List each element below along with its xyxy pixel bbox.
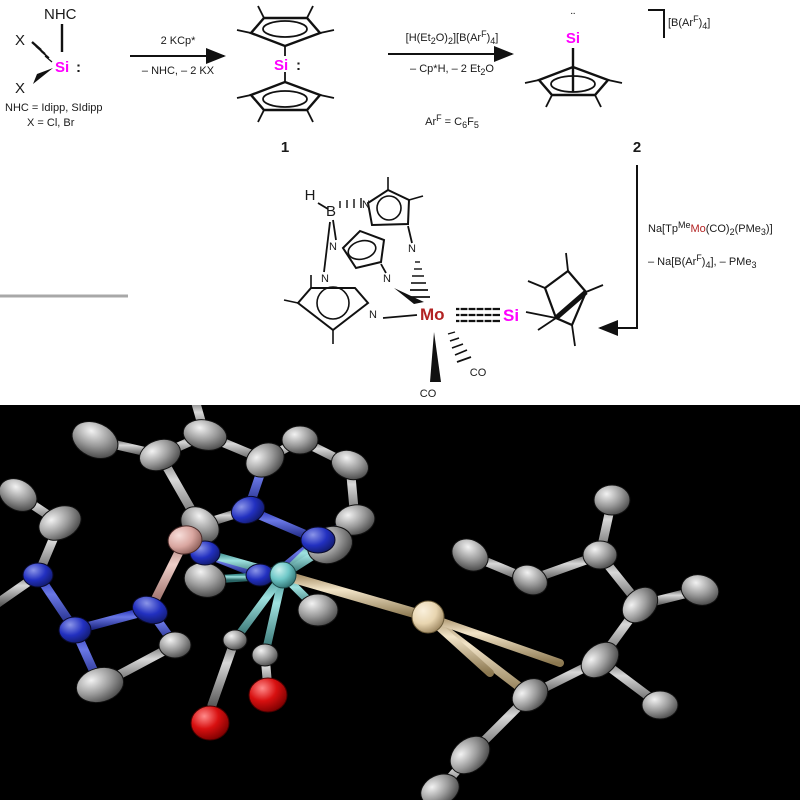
reaction-scheme: NHC Si : X X NHC = Idipp, SIdipp X = Cl,… (0, 5, 773, 400)
reactant-x-label-2: X (15, 80, 25, 97)
reactant-x-label-1: X (15, 32, 25, 49)
carbonyl-label-1: CO (420, 388, 437, 400)
silicon-ellipsoid (411, 600, 445, 634)
compound2-si-label: Si (566, 30, 580, 47)
crystal-structure-image (0, 405, 800, 800)
bond-b-n-hashed (339, 198, 362, 208)
boron-ellipsoid (167, 525, 203, 555)
crystal-atoms (0, 419, 720, 800)
cp-star-ring-bottom (236, 72, 335, 123)
definition-nhc: NHC = Idipp, SIdipp (5, 102, 103, 114)
product-b-label: B (326, 203, 336, 220)
bond-mo-co-wedge (430, 332, 441, 382)
n-label-a2: N (408, 243, 416, 255)
bond-si-x-hashed (31, 41, 53, 63)
carbonyl-label-2: CO (470, 367, 487, 379)
n-label-b2: N (383, 273, 391, 285)
n-label-c2: N (369, 309, 377, 321)
compound-1-structure: Si : 1 (236, 5, 335, 156)
bond-si-x-wedge (33, 68, 53, 84)
bond-mo-si-triple (456, 305, 500, 325)
pyrazolyl-ring-middle: N N (329, 229, 391, 285)
bond-mo-co-hashed (447, 331, 472, 363)
arrow3-reagent: Na[TpMeMo(CO)2(PMe3)] (648, 220, 773, 237)
arrow2-reagent: [H(Et2O)2][B(ArF)4] (406, 29, 499, 46)
counterion-label: [B(ArF)4] (668, 14, 710, 31)
n-label-b1: N (329, 241, 337, 253)
reactant-lone-pair: : (76, 59, 81, 76)
molybdenum-ellipsoid (269, 561, 297, 589)
reaction-arrow-1: 2 KCp* – NHC, – 2 KX (130, 35, 226, 77)
charge-bracket (648, 9, 665, 38)
reactant-structure: NHC Si : X X (15, 6, 81, 97)
reaction-arrow-3: Na[TpMeMo(CO)2(PMe3)] – Na[B(ArF)4], – P… (598, 165, 773, 336)
bond-b-h (317, 202, 329, 210)
bond-mo-n-middle-wedge (394, 288, 424, 304)
product-mo-label: Mo (420, 305, 445, 324)
compound-2-structure: ¨ Si [B(ArF)4] 2 (524, 9, 710, 156)
reactant-nhc-label: NHC (44, 6, 77, 23)
reaction-arrow-2: [H(Et2O)2][B(ArF)4] – Cp*H, – 2 Et2O ArF… (388, 29, 514, 130)
arrow2-footnote: ArF = C6F5 (425, 113, 479, 130)
bond-mo-n-top-hashed (409, 261, 430, 298)
pyrazolyl-ring-top: N N (362, 177, 424, 255)
arrow1-reagent: 2 KCp* (161, 35, 197, 47)
product-structure: H B N N (283, 177, 604, 400)
compound2-number: 2 (633, 139, 641, 156)
product-si-label: Si (503, 306, 519, 325)
definition-x: X = Cl, Br (27, 117, 75, 129)
reactant-si-label: Si (55, 59, 69, 76)
compound1-si-label: Si (274, 57, 288, 74)
n-label-a1: N (362, 199, 370, 211)
arrow2-byproducts: – Cp*H, – 2 Et2O (410, 63, 494, 77)
compound1-number: 1 (281, 139, 289, 156)
ortep-svg (0, 405, 800, 800)
cp-star-ring-top (236, 5, 335, 56)
bond-b-n-bottom (323, 221, 331, 273)
arrow1-byproducts: – NHC, – 2 KX (142, 65, 215, 77)
product-h-label: H (305, 187, 316, 204)
crystal-background (0, 405, 800, 800)
bond-mo-n-bottom (382, 314, 418, 319)
oxygen-ellipsoid-1 (248, 677, 288, 713)
arrow3-byproducts: – Na[B(ArF)4], – PMe3 (648, 253, 756, 270)
cp-star-on-silicon (525, 252, 604, 347)
cp-star-ring-compound2 (524, 57, 623, 108)
scheme-svg: NHC Si : X X NHC = Idipp, SIdipp X = Cl,… (0, 5, 773, 400)
bond-b-n-middle (332, 219, 337, 241)
compound2-lone-pair: ¨ (571, 10, 575, 25)
compound1-lone-pair: : (296, 57, 301, 74)
oxygen-ellipsoid-2 (190, 705, 230, 741)
pyrazolyl-ring-bottom: N N (283, 273, 377, 344)
n-label-c1: N (321, 273, 329, 285)
